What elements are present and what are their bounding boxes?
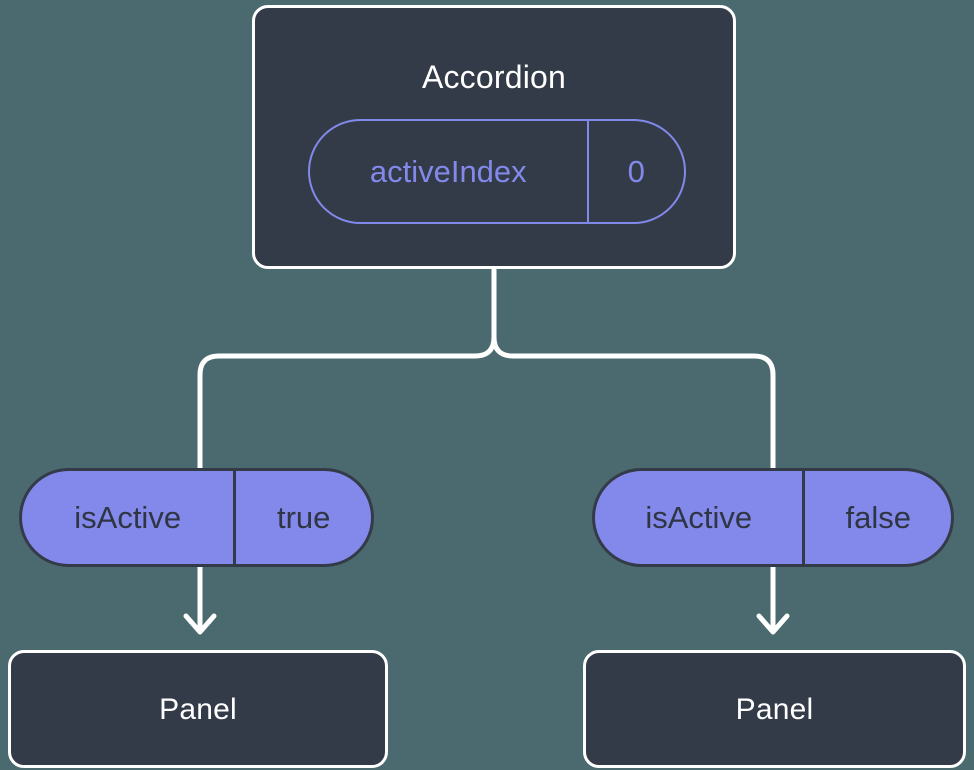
prop-badge-value: false xyxy=(802,471,951,564)
node-panel-right[interactable]: Panel xyxy=(583,650,966,768)
prop-badge-key: isActive xyxy=(645,499,753,535)
node-accordion-title: Accordion xyxy=(421,59,567,95)
node-panel-left-title: Panel xyxy=(159,693,237,726)
state-badge-active-index[interactable]: activeIndex 0 xyxy=(308,119,686,224)
arrow-head-left-icon xyxy=(183,613,217,635)
state-badge-value: 0 xyxy=(586,121,684,222)
connector-branch-left xyxy=(197,334,497,471)
node-panel-left[interactable]: Panel xyxy=(8,650,388,768)
prop-badge-value: true xyxy=(233,471,371,564)
node-panel-right-title: Panel xyxy=(735,693,814,726)
prop-badge-is-active-true[interactable]: isActive true xyxy=(19,468,374,567)
arrow-head-right-icon xyxy=(756,613,790,635)
prop-badge-is-active-false[interactable]: isActive false xyxy=(592,468,954,567)
state-badge-key: activeIndex xyxy=(369,153,527,189)
connector-branch-right xyxy=(491,334,776,471)
prop-badge-key: isActive xyxy=(74,499,182,535)
